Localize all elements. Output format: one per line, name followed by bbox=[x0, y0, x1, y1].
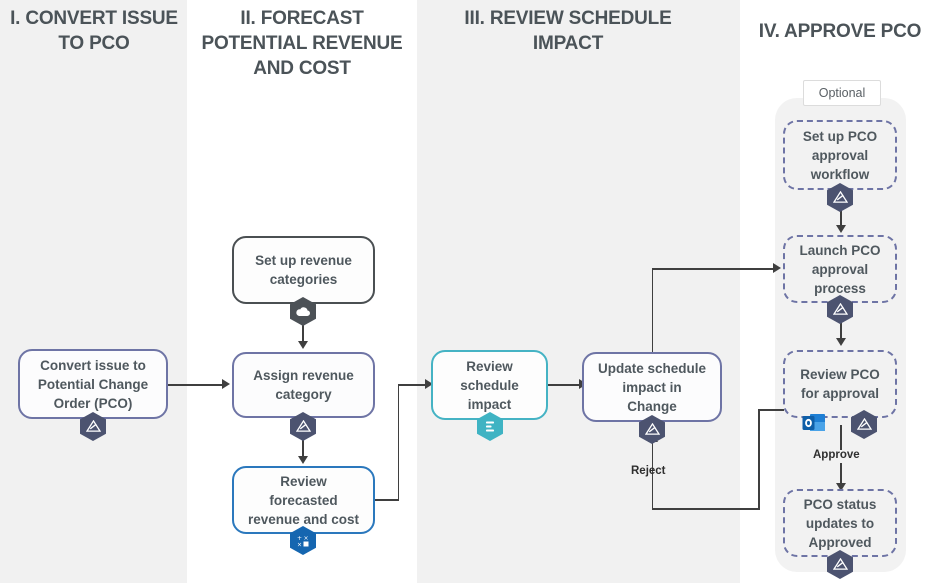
node-label: Set up PCO approval workflow bbox=[802, 128, 878, 182]
connector-update-to-launch bbox=[651, 268, 777, 270]
optional-tag: Optional bbox=[803, 80, 881, 106]
connector-reject-left bbox=[651, 508, 760, 510]
column-heading-4: IV. APPROVE PCO bbox=[758, 21, 922, 42]
node-review-forecasted-revenue-and-cost[interactable]: Review forecasted revenue and cost bbox=[232, 466, 375, 534]
connector-convert-to-assign bbox=[167, 384, 224, 386]
connector-reject-from-review bbox=[758, 409, 784, 411]
column-heading-3: III. REVIEW SCHEDULE IMPACT bbox=[464, 8, 672, 54]
column-band-3 bbox=[417, 0, 740, 583]
column-heading-2: II. FORECAST POTENTIAL REVENUE AND COST bbox=[201, 8, 403, 79]
node-label: Convert issue to Potential Change Order … bbox=[37, 357, 149, 411]
svg-text:×: × bbox=[304, 535, 309, 542]
node-pco-status-updates-to-approved[interactable]: PCO status updates to Approved bbox=[783, 489, 897, 557]
autodesk-build-icon bbox=[80, 412, 106, 441]
arrow-setupworkflow-to-launch bbox=[836, 225, 846, 233]
connector-setupworkflow-to-launch bbox=[840, 197, 842, 229]
connector-launch-to-review bbox=[840, 310, 842, 342]
svg-text:+: + bbox=[297, 535, 302, 542]
node-review-pco-for-approval[interactable]: Review PCO for approval bbox=[783, 350, 897, 418]
node-label: Update schedule impact in Change bbox=[597, 360, 707, 414]
node-set-up-revenue-categories[interactable]: Set up revenue categories bbox=[232, 236, 375, 304]
connector-approve-to-status bbox=[840, 463, 842, 487]
autodesk-build-icon bbox=[290, 412, 316, 441]
node-label: Assign revenue category bbox=[253, 368, 354, 402]
outlook-icon bbox=[801, 410, 827, 436]
edge-label-reject: Reject bbox=[631, 465, 666, 477]
node-label: Review PCO for approval bbox=[800, 367, 880, 401]
node-convert-issue[interactable]: Convert issue to Potential Change Order … bbox=[18, 349, 168, 419]
node-launch-pco-approval-process[interactable]: Launch PCO approval process bbox=[783, 235, 897, 303]
connector-forecast-to-schedule bbox=[397, 384, 428, 386]
arrow-approve-to-status bbox=[836, 483, 846, 491]
node-label: PCO status updates to Approved bbox=[803, 496, 877, 550]
connector-schedule-to-update bbox=[547, 384, 582, 386]
connector-assign-to-review-forecast bbox=[302, 433, 304, 462]
connector-forecast-right bbox=[375, 499, 399, 501]
connector-forecast-up bbox=[397, 384, 400, 500]
connector-update-up bbox=[651, 268, 654, 356]
arrow-update-to-launch bbox=[773, 263, 781, 273]
node-label: Launch PCO approval process bbox=[799, 242, 881, 296]
node-update-schedule-impact-in-change[interactable]: Update schedule impact in Change bbox=[582, 352, 722, 422]
connector-approve bbox=[840, 425, 842, 450]
arrow-forecast-to-schedule bbox=[425, 379, 433, 389]
arrow-launch-to-review bbox=[836, 338, 846, 346]
connector-reject-down bbox=[758, 409, 760, 509]
column-band-1 bbox=[0, 0, 187, 583]
schedule-icon bbox=[477, 412, 503, 441]
node-set-up-pco-approval-workflow[interactable]: Set up PCO approval workflow bbox=[783, 120, 897, 190]
connector-reject-up-to-update bbox=[651, 440, 654, 509]
connector-setup-to-assign bbox=[302, 318, 304, 346]
node-review-schedule-impact[interactable]: Review schedule impact bbox=[431, 350, 548, 420]
node-assign-revenue-category[interactable]: Assign revenue category bbox=[232, 352, 375, 418]
node-label: Review forecasted revenue and cost bbox=[247, 473, 360, 527]
arrow-convert-to-assign bbox=[222, 379, 230, 389]
arrow-assign-to-review-forecast bbox=[298, 456, 308, 464]
svg-text:×: × bbox=[297, 541, 302, 548]
cloud-icon bbox=[290, 297, 316, 326]
edge-label-approve: Approve bbox=[813, 449, 860, 461]
column-heading-1: I. CONVERT ISSUE TO PCO bbox=[10, 8, 178, 54]
arrow-setup-to-assign bbox=[298, 341, 308, 349]
node-label: Set up revenue categories bbox=[255, 253, 352, 287]
node-label: Review schedule impact bbox=[460, 358, 519, 412]
